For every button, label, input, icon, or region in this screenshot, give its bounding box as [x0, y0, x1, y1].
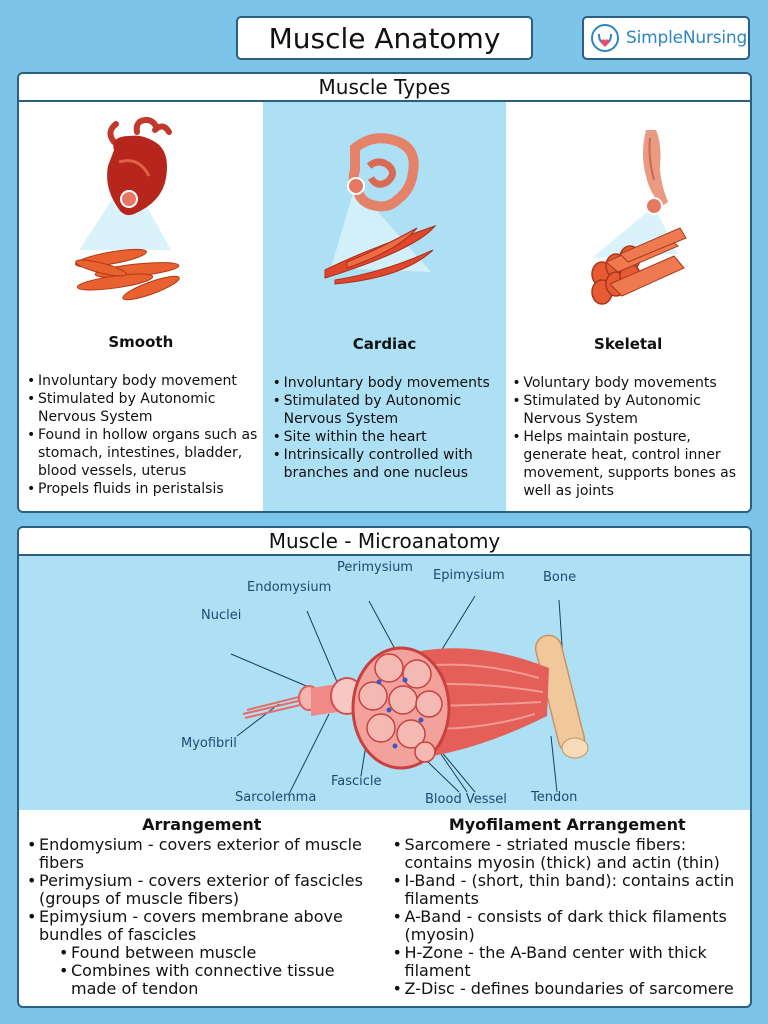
perimysium-label: Perimysium — [337, 560, 413, 575]
skeletal-title: Skeletal — [594, 335, 663, 353]
list-item: Site within the heart — [273, 428, 495, 446]
smooth-bullets: Involuntary body movement Stimulated by … — [27, 372, 259, 498]
muscle-cross-section-illustration — [230, 595, 589, 795]
list-item: Z-Disc - defines boundaries of sarcomere — [393, 980, 751, 999]
smooth-title: Smooth — [108, 333, 174, 351]
muscle-types-heading: Muscle Types — [19, 74, 750, 102]
arrangement-title: Arrangement — [142, 815, 262, 834]
list-item: Intrinsically controlled with branches a… — [273, 446, 495, 482]
myofilament-column: Myofilament Arrangement Sarcomere - stri… — [385, 814, 751, 998]
cardiac-title: Cardiac — [352, 335, 417, 353]
list-item: A-Band - consists of dark thick filament… — [393, 908, 751, 944]
list-item: Combines with connective tissue made of … — [27, 962, 385, 998]
list-item: Involuntary body movements — [273, 374, 495, 392]
arrangement-list: Endomysium - covers exterior of muscle f… — [19, 836, 385, 998]
myofibril-label: Myofibril — [181, 736, 237, 751]
microanatomy-heading: Muscle - Microanatomy — [19, 528, 750, 556]
arrangement-column: Arrangement Endomysium - covers exterior… — [19, 814, 385, 998]
list-item: H-Zone - the A-Band center with thick fi… — [393, 944, 751, 980]
list-item: I-Band - (short, thin band): contains ac… — [393, 872, 751, 908]
list-item: Stimulated by Autonomic Nervous System — [273, 392, 495, 428]
list-item: Stimulated by Autonomic Nervous System — [512, 392, 750, 428]
cardiac-column: Cardiac Involuntary body movements Stimu… — [262, 102, 507, 511]
list-item: Propels fluids in peristalsis — [27, 480, 259, 498]
list-item: Voluntary body movements — [512, 374, 750, 392]
list-item: Helps maintain posture, generate heat, c… — [512, 428, 750, 500]
epimysium-label: Epimysium — [433, 568, 505, 583]
myofilament-title: Myofilament Arrangement — [448, 815, 686, 834]
fascicle-label: Fascicle — [331, 774, 382, 789]
logo-text: SimpleNursing — [626, 28, 748, 48]
microanatomy-panel: Muscle - Microanatomy — [17, 526, 752, 1008]
skeletal-bullets: Voluntary body movements Stimulated by A… — [512, 374, 750, 500]
tendon-label: Tendon — [531, 790, 578, 805]
skeletal-column: Skeletal Voluntary body movements Stimul… — [506, 102, 750, 511]
list-item: Found between muscle — [27, 944, 385, 963]
list-item: Found in hollow organs such as stomach, … — [27, 426, 259, 480]
bone-label: Bone — [543, 570, 577, 585]
list-item: Sarcomere - striated muscle fibers: cont… — [393, 836, 751, 872]
list-item: Involuntary body movement — [27, 372, 259, 390]
heart-illustration — [75, 116, 180, 301]
page-title: Muscle Anatomy — [236, 16, 533, 60]
blood-vessel-label: Blood Vessel — [425, 792, 507, 807]
sarcolemma-label: Sarcolemma — [235, 790, 317, 805]
muscle-microanatomy-diagram: Perimysium Epimysium Bone Endomysium Nuc… — [19, 556, 750, 810]
myofilament-list: Sarcomere - striated muscle fibers: cont… — [385, 836, 751, 999]
arm-muscle-illustration — [591, 130, 688, 305]
stethoscope-heart-icon — [591, 24, 619, 52]
list-item: Stimulated by Autonomic Nervous System — [27, 390, 259, 426]
endomysium-label: Endomysium — [247, 580, 332, 595]
nuclei-label: Nuclei — [201, 608, 242, 623]
intestine-illustration — [324, 133, 437, 285]
list-item: Epimysium - covers membrane above bundle… — [27, 908, 385, 944]
smooth-column: Smooth Involuntary body movement Stimula… — [19, 102, 263, 511]
simplenursing-logo[interactable]: SimpleNursing — [582, 16, 750, 60]
cardiac-bullets: Involuntary body movements Stimulated by… — [273, 374, 495, 482]
muscle-types-panel: Muscle Types Smooth Involuntary bo — [17, 72, 752, 513]
list-item: Perimysium - covers exterior of fascicle… — [27, 872, 385, 908]
list-item: Endomysium - covers exterior of muscle f… — [27, 836, 385, 872]
